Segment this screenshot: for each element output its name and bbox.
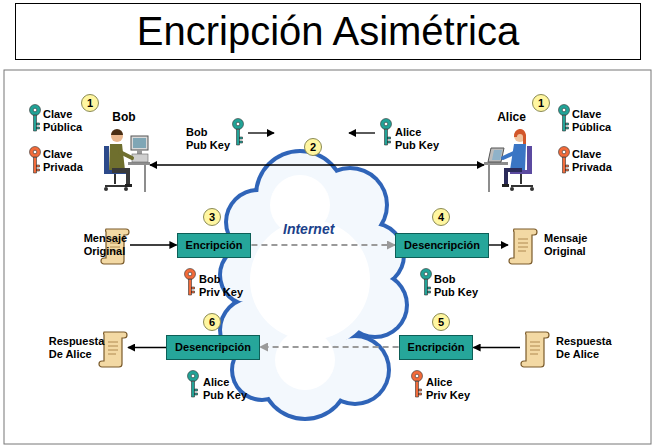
- text-group: Respuesta De Alice: [556, 335, 599, 361]
- key-label: Alice Pub Key: [203, 376, 247, 402]
- key-label: Clave Pública: [43, 108, 53, 134]
- person-figure: [98, 124, 150, 194]
- key-label: Bob Pub Key: [434, 273, 478, 299]
- outer-frame: [4, 70, 651, 444]
- key-label: Clave Privada: [43, 148, 53, 174]
- node-text: Mensaje Original: [84, 232, 94, 258]
- key-label: Clave Pública: [572, 108, 582, 134]
- node-text: Desencripción: [175, 341, 251, 354]
- network-label: Internet: [283, 221, 334, 237]
- scroll-icon: [98, 328, 128, 368]
- person-figure: [484, 124, 539, 194]
- flow-arrow: [150, 164, 484, 165]
- text-group: Desencripción: [175, 341, 251, 354]
- key-label: Bob Priv Key: [199, 273, 244, 299]
- callout-number: 1: [532, 94, 550, 112]
- document-node: Mensaje Original: [508, 225, 554, 265]
- callout-number: 3: [203, 208, 221, 226]
- process-box: Encripción: [399, 335, 474, 360]
- key-label: Clave Privada: [572, 148, 582, 174]
- key-label: Bob Pub Key: [186, 126, 230, 152]
- callout-number: 2: [304, 138, 322, 156]
- callout-number: 6: [203, 313, 221, 331]
- flow-arrow: [128, 347, 166, 348]
- process-box: Desencripción: [395, 233, 489, 258]
- text-group: Alice: [497, 110, 526, 124]
- person-node: Alice: [484, 110, 539, 194]
- process-box: Encripción: [177, 233, 252, 258]
- callout-number: 1: [81, 94, 99, 112]
- text-group: Encripción: [186, 239, 243, 252]
- node-text: Alice: [497, 110, 526, 124]
- node-text: Desencripción: [404, 239, 480, 252]
- key-send-arrow: [349, 132, 375, 133]
- text-group: Mensaje Original: [544, 232, 554, 258]
- callout-number: 4: [432, 208, 450, 226]
- internet-cloud: [218, 149, 409, 421]
- person-node: Bob: [98, 110, 150, 194]
- process-box: Desencripción: [166, 335, 260, 360]
- network-transfer-arrow: [260, 346, 399, 348]
- flow-arrow: [489, 244, 508, 245]
- node-text: Encripción: [186, 239, 243, 252]
- scroll-icon: [100, 225, 130, 265]
- node-text: Encripción: [408, 341, 465, 354]
- node-text: Bob: [112, 110, 135, 124]
- text-group: Mensaje Original: [84, 232, 94, 258]
- document-node: Mensaje Original: [84, 225, 130, 265]
- key-send-arrow: [248, 132, 274, 133]
- text-group: Encripción: [408, 341, 465, 354]
- callout-number: 5: [432, 313, 450, 331]
- node-text: Respuesta De Alice: [49, 335, 92, 361]
- document-node: Respuesta De Alice: [49, 328, 128, 368]
- key-label: Alice Priv Key: [426, 376, 471, 402]
- title: Encripción Asimétrica: [137, 9, 519, 53]
- title-box: Encripción Asimétrica: [15, 3, 641, 60]
- flow-arrow: [473, 347, 520, 348]
- node-text: Respuesta De Alice: [556, 335, 599, 361]
- network-transfer-arrow: [251, 244, 395, 246]
- node-text: Mensaje Original: [544, 232, 554, 258]
- key-label: Alice Pub Key: [395, 126, 439, 152]
- scroll-icon: [520, 328, 550, 368]
- text-group: Desencripción: [404, 239, 480, 252]
- text-group: Respuesta De Alice: [49, 335, 92, 361]
- key-icons: [30, 105, 570, 398]
- document-node: Respuesta De Alice: [520, 328, 599, 368]
- text-group: Bob: [112, 110, 135, 124]
- scroll-icon: [508, 225, 538, 265]
- flow-arrow: [130, 244, 177, 245]
